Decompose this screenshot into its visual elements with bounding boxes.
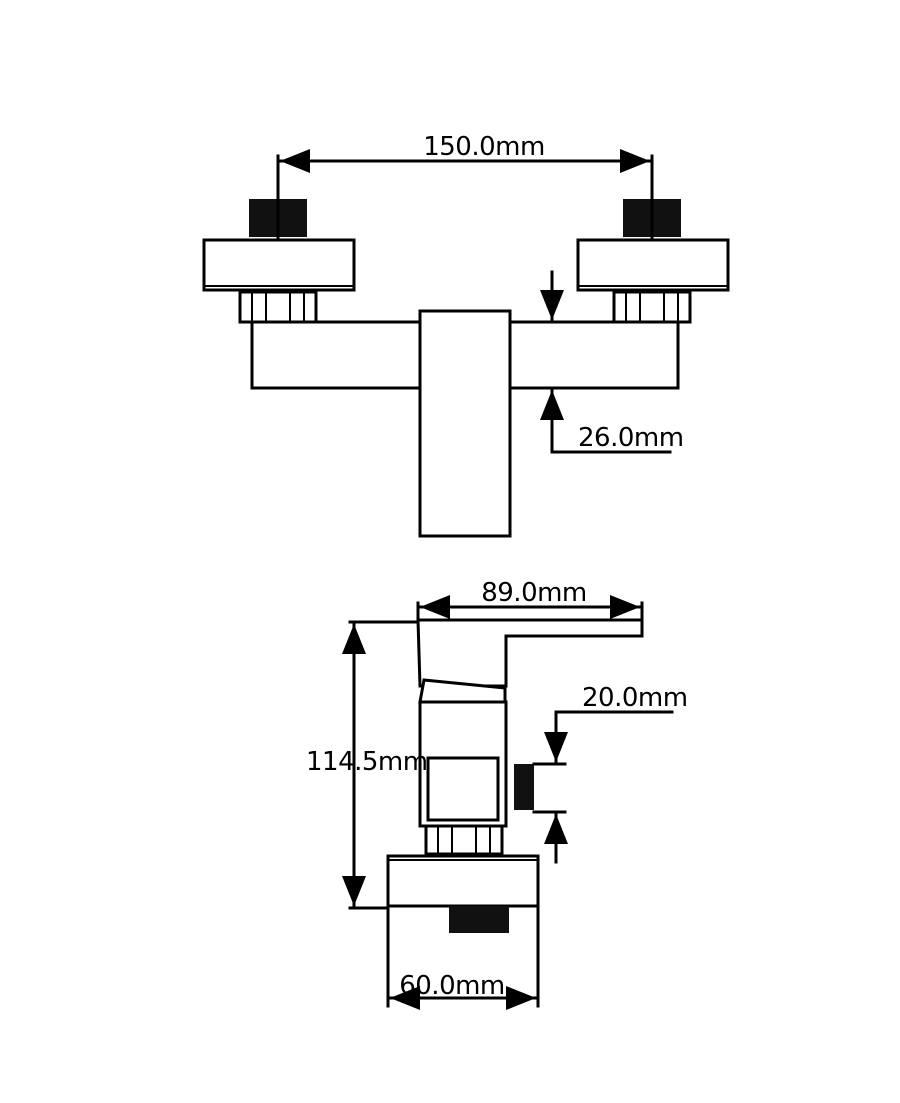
dim-label-body-height: 26.0mm [578,423,684,453]
side-view: 89.0mm 114.5mm 20.0mm 60.0mm [306,578,688,1010]
right-escutcheon [576,238,730,292]
side-inner-box [426,756,500,822]
left-escutcheon [202,238,356,292]
side-inlet-thread [449,906,509,933]
right-inlet [576,199,730,324]
valve-handle [418,309,512,538]
dim-label-total-height: 114.5mm [306,747,428,777]
side-outlet-thread [514,764,534,810]
dim-label-outlet-size: 20.0mm [582,683,688,713]
dimension-total-height: 114.5mm [306,620,428,910]
dimension-body-height: 26.0mm [508,270,684,454]
dim-label-flange-width: 60.0mm [399,971,505,1001]
dimension-handle-length: 89.0mm [416,578,644,622]
dimension-inlet-spacing: 150.0mm [276,132,654,242]
side-escutcheon [386,854,540,908]
dimension-outlet-size: 20.0mm [544,683,688,864]
dimension-flange-width: 60.0mm [386,904,540,1010]
dim-label-handle-length: 89.0mm [481,578,587,608]
side-lever [416,618,644,688]
front-view: 150.0mm 26.0mm [202,132,730,538]
dim-label-inlet-spacing: 150.0mm [423,132,545,162]
